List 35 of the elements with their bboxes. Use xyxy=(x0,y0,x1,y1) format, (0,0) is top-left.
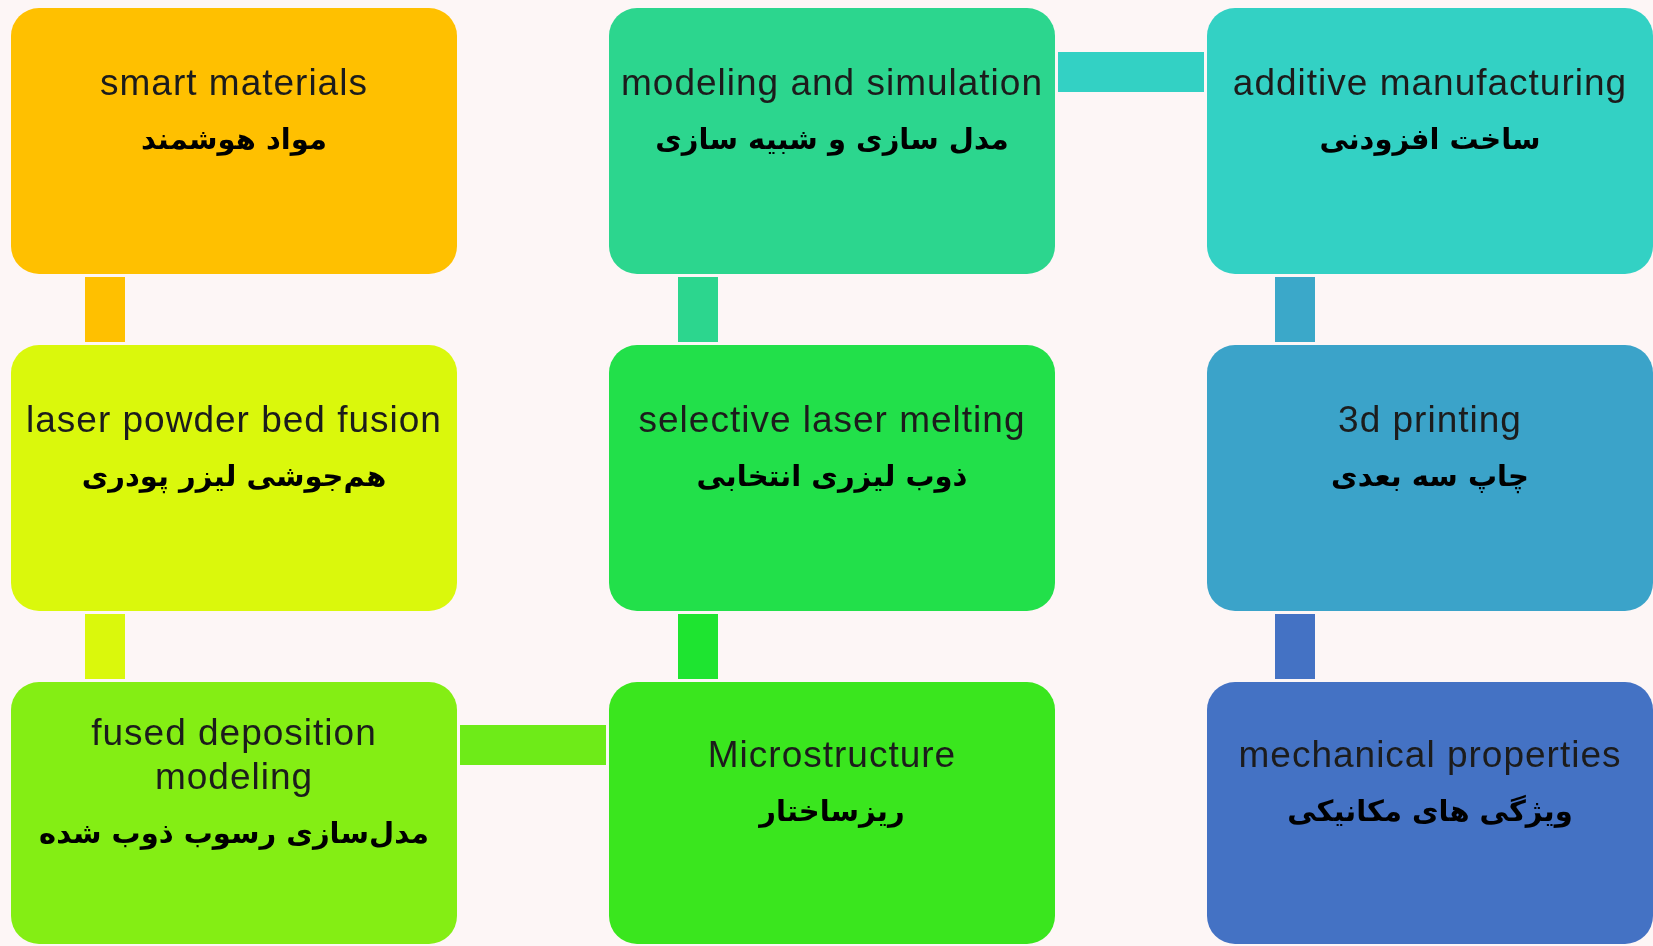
topic-box xyxy=(11,345,457,611)
connector xyxy=(1275,277,1315,342)
topic-box xyxy=(1207,345,1653,611)
connector xyxy=(1058,52,1204,92)
term-label: fused deposition modeling xyxy=(90,711,378,799)
translation-label: مدل‌سازی رسوب ذوب شده xyxy=(39,815,429,852)
topic-box xyxy=(609,8,1055,274)
topic-box xyxy=(1207,8,1653,274)
term-label: laser powder bed fusion xyxy=(26,398,442,442)
translation-label: ذوب لیزری انتخابی xyxy=(696,458,968,495)
term-label: modeling and simulation xyxy=(621,61,1043,105)
topic-box xyxy=(11,682,457,944)
translation-label: ساخت افزودنی xyxy=(1319,121,1541,158)
connector xyxy=(1275,614,1315,679)
term-label: selective laser melting xyxy=(638,398,1026,442)
translation-label: هم‌جوشی لیزر پودری xyxy=(81,458,387,496)
term-label: 3d printing xyxy=(1338,398,1522,442)
connector xyxy=(678,614,718,679)
topic-box xyxy=(1207,682,1653,944)
term-label: Microstructure xyxy=(707,733,957,777)
translation-label: ویژگی های مکانیکی xyxy=(1287,793,1573,830)
topic-box xyxy=(609,345,1055,611)
translation-label: ریزساختار xyxy=(759,793,905,830)
term-label: smart materials xyxy=(100,61,368,105)
term-label: mechanical properties xyxy=(1238,733,1622,777)
connector xyxy=(460,725,606,765)
translation-label: چاپ سه بعدی xyxy=(1331,458,1529,496)
topic-box xyxy=(11,8,457,274)
connector xyxy=(678,277,718,342)
translation-label: مواد هوشمند xyxy=(141,121,327,158)
connector xyxy=(85,277,125,342)
term-label: additive manufacturing xyxy=(1232,61,1628,105)
connector xyxy=(85,614,125,679)
translation-label: مدل سازی و شبیه سازی xyxy=(655,121,1009,158)
topic-box xyxy=(609,682,1055,944)
